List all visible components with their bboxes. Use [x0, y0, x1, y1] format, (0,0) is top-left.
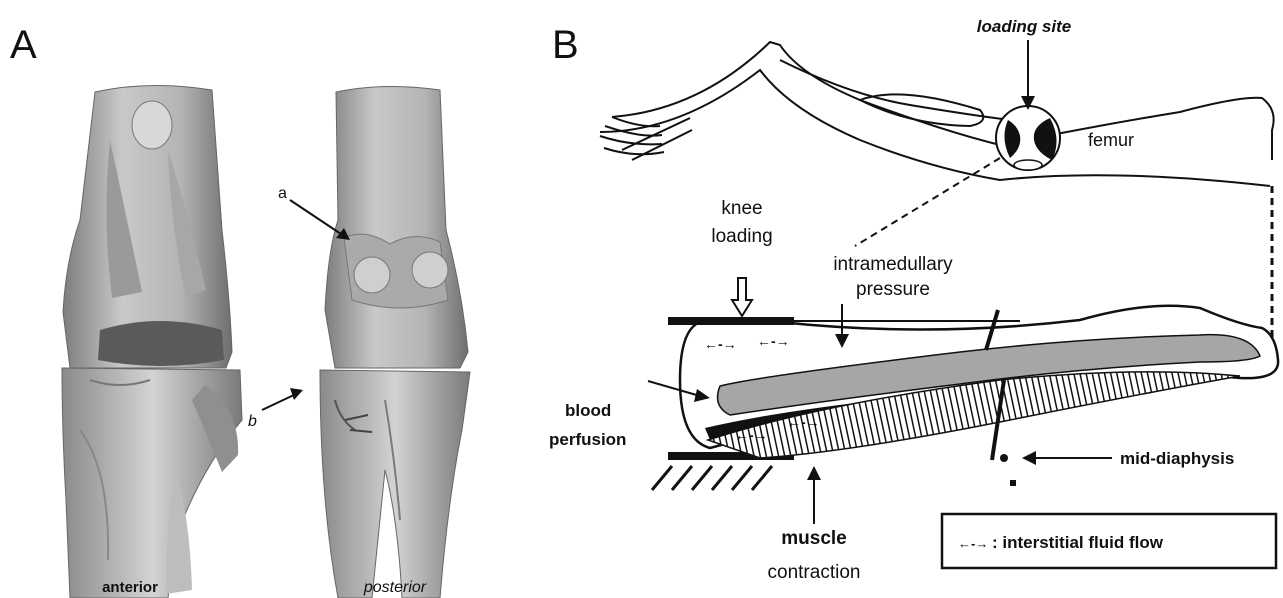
pointer-b-arrow [262, 394, 296, 410]
label-loading: loading [711, 226, 772, 247]
svg-text:←-→: ←-→ [757, 333, 790, 349]
panel-b-letter: B [552, 23, 579, 67]
label-knee: knee [721, 198, 762, 219]
knee-loading-arrow [732, 278, 752, 316]
pointer-a-arrow [290, 200, 344, 236]
label-perfusion: perfusion [549, 430, 626, 449]
legend-arrow-icon: ←-→ [958, 536, 988, 551]
label-femur: femur [1088, 130, 1134, 150]
pointer-b-label: b [248, 413, 257, 430]
label-loading-site: loading site [977, 17, 1071, 36]
label-contraction: contraction [768, 562, 861, 583]
svg-text:←-→: ←-→ [735, 427, 768, 443]
label-intramedullary: intramedullary [833, 254, 953, 275]
hindlimb-sketch [600, 42, 1274, 186]
panel-b: B femur loading site [549, 17, 1278, 583]
label-pressure: pressure [856, 279, 930, 300]
pointer-b-arrowhead [290, 388, 303, 400]
legend-text: : interstitial fluid flow [992, 533, 1164, 552]
mid-diaphysis-arrowhead [1022, 451, 1036, 465]
label-mid-diaphysis: mid-diaphysis [1120, 449, 1234, 468]
label-posterior: posterior [363, 579, 427, 596]
label-anterior: anterior [102, 579, 158, 596]
pointer-a-label: a [278, 185, 287, 202]
svg-text:←-→: ←-→ [704, 336, 737, 352]
label-blood: blood [565, 401, 611, 420]
anterior-knee-render [62, 85, 242, 598]
panel-a-letter: A [10, 23, 37, 67]
posterior-knee-render [320, 86, 470, 598]
zoom-connector-left [855, 158, 1000, 246]
svg-text:←-→: ←-→ [787, 414, 820, 430]
muscle-arrowhead [807, 466, 821, 480]
label-muscle: muscle [781, 528, 846, 549]
panel-a: A anterior posterior a [10, 23, 470, 598]
